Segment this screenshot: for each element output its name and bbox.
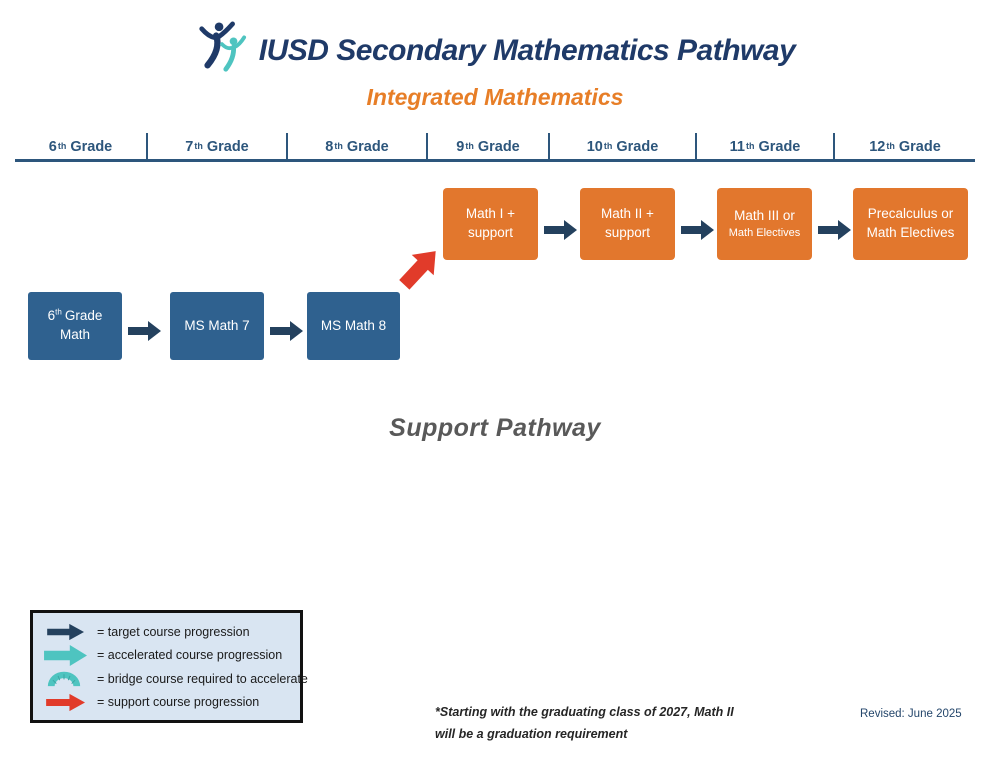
grade-ordinal: th bbox=[603, 141, 613, 151]
legend-item-bridge: = bridge course required to accelerate bbox=[44, 667, 308, 690]
course-line2: support bbox=[467, 225, 514, 240]
header: IUSD Secondary Mathematics Pathway bbox=[0, 21, 990, 78]
course-line2: support bbox=[604, 225, 651, 240]
course-box-ms-math-7: MS Math 7 bbox=[170, 292, 264, 360]
target-arrow-icon bbox=[44, 623, 88, 641]
grade-word: Grade bbox=[616, 138, 659, 155]
grade-number: 9 bbox=[456, 138, 465, 155]
flow-arrow-icon bbox=[128, 321, 161, 341]
grade-word: Grade bbox=[898, 138, 941, 155]
legend-label: = accelerated course progression bbox=[97, 648, 283, 663]
flow-arrow-icon bbox=[270, 321, 303, 341]
grade-ordinal: th bbox=[886, 141, 895, 151]
course-line1: Math II + bbox=[601, 206, 654, 222]
grade-ordinal: th bbox=[465, 141, 474, 151]
course-line1: Math I + bbox=[465, 206, 516, 222]
subtitle-row: Integrated Mathematics bbox=[0, 84, 990, 111]
grade-number: 6 bbox=[48, 138, 57, 155]
grade-word: Grade bbox=[477, 138, 520, 155]
legend-label: = support course progression bbox=[97, 695, 260, 710]
bridge-arc-icon bbox=[44, 670, 88, 687]
grade-word: Grade bbox=[64, 308, 103, 324]
legend-item-support: = support course progression bbox=[44, 691, 291, 714]
course-line1: MS Math 8 bbox=[320, 317, 387, 333]
legend-item-target: = target course progression bbox=[44, 620, 291, 643]
course-box-math3-or-electives: Math III or Math Electives bbox=[717, 188, 812, 260]
grade-ordinal: th bbox=[57, 141, 67, 151]
grade-ordinal: th bbox=[194, 141, 203, 151]
course-line1: Math III or bbox=[734, 207, 795, 223]
legend-box: = target course progression = accelerate… bbox=[30, 610, 308, 723]
legend-item-accelerated: = accelerated course progression bbox=[44, 644, 291, 667]
page-title: IUSD Secondary Mathematics Pathway bbox=[258, 34, 796, 67]
grade-number: 8 bbox=[325, 138, 334, 155]
support-progression-arrow-icon bbox=[399, 251, 436, 290]
grade-word: Grade bbox=[758, 138, 801, 155]
course-box-precalculus-or-electives: Precalculus or Math Electives bbox=[853, 188, 968, 260]
grade-ordinal: th bbox=[334, 141, 343, 151]
flow-arrow-icon bbox=[681, 220, 714, 240]
grade-number: 12 bbox=[869, 138, 886, 155]
grade-word: Grade bbox=[346, 138, 389, 155]
course-line2: Math Electives bbox=[866, 225, 955, 240]
grade-ordinal: th bbox=[745, 141, 755, 151]
grade-number: 11 bbox=[729, 138, 745, 155]
course-box-math1-support: Math I + support bbox=[443, 188, 538, 260]
grade-word: Grade bbox=[70, 138, 113, 155]
grade-number: 7 bbox=[185, 138, 194, 155]
course-line2: Math Electives bbox=[728, 226, 801, 239]
section-title: Support Pathway bbox=[389, 414, 601, 442]
grade-word: Grade bbox=[206, 138, 249, 155]
grade-number: 6 bbox=[47, 308, 56, 324]
course-box-ms-math-8: MS Math 8 bbox=[307, 292, 400, 360]
accelerated-arrow-icon bbox=[44, 644, 88, 666]
legend-label: = bridge course required to accelerate bbox=[97, 671, 308, 686]
course-line2: Math bbox=[59, 327, 90, 342]
course-line1: MS Math 7 bbox=[184, 317, 250, 333]
page-subtitle: Integrated Mathematics bbox=[366, 84, 624, 110]
grade-band-rule bbox=[15, 159, 975, 162]
iusd-people-logo-icon bbox=[199, 21, 246, 72]
revised-date: Revised: June 2025 bbox=[860, 708, 962, 720]
course-box-math2-support: Math II + support bbox=[580, 188, 675, 260]
flow-arrow-icon bbox=[818, 220, 851, 240]
support-arrow-icon bbox=[44, 693, 88, 712]
course-line1: Precalculus or bbox=[867, 206, 954, 222]
graduation-requirement-footnote: *Starting with the graduating class of 2… bbox=[435, 705, 734, 741]
legend-label: = target course progression bbox=[97, 624, 250, 639]
flow-arrow-icon bbox=[544, 220, 577, 240]
grade-ordinal: th bbox=[55, 307, 62, 317]
grade-number: 10 bbox=[586, 138, 603, 155]
